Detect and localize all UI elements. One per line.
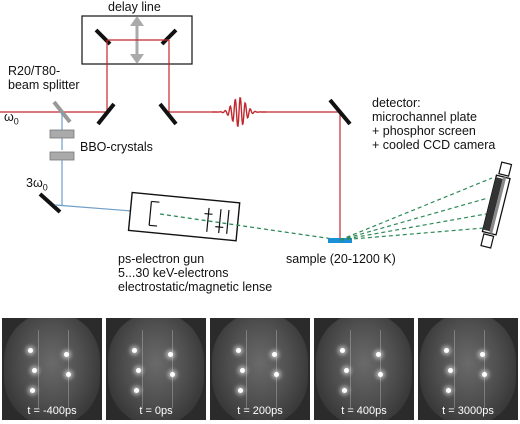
mirror-3 [328,98,352,126]
diffraction-frame: t = -400ps [2,318,102,420]
diffraction-spot [240,368,245,373]
detector [480,161,513,249]
diffraction-spot [444,348,449,353]
delay-arrow-down [130,54,144,64]
diffraction-frame: t = 400ps [314,318,414,420]
diffraction-frame: t = 3000ps [418,318,518,420]
streak [142,330,143,408]
diffraction-spot [168,352,173,357]
diffraction-spot [64,352,69,357]
omega0-symbol: ω [4,110,14,124]
streak [454,330,455,408]
streak [246,330,247,408]
beam-splitter-label: R20/T80- beam splitter [8,64,80,92]
streak [484,330,485,408]
streak [68,330,69,408]
diffraction-frame: t = 200ps [210,318,310,420]
streak [350,330,351,408]
delay-mirror-left [94,28,112,46]
diffraction-spot [376,352,381,357]
frame-caption: t = -400ps [27,405,77,417]
diffraction-spot [238,388,243,393]
optical-layout [0,15,513,249]
screen-disc [316,318,412,420]
screen-disc [4,318,100,420]
diffraction-spot [342,388,347,393]
streak [380,330,381,408]
frame-caption: t = 200ps [237,405,283,417]
diffraction-spot [28,348,33,353]
diffracted-beams [339,177,493,241]
diffraction-frame: t = 0ps [106,318,206,420]
screen-disc [212,318,308,420]
diffraction-spot [482,372,487,377]
omega0-label: ω0 [4,110,19,129]
electron-gun-label: ps-electron gun 5...30 keV-electrons ele… [118,252,273,294]
laser-path [0,39,341,240]
screen-disc [420,318,516,420]
diffraction-spot [132,348,137,353]
frame-caption: t = 0ps [139,405,173,417]
frame-caption: t = 400ps [341,405,387,417]
delay-arrow-up [130,16,144,26]
streak [38,330,39,408]
three-omega-label: 3ω0 [26,176,48,195]
sample [328,238,352,243]
mirror-2 [158,102,178,126]
frame-caption: t = 3000ps [442,405,494,417]
sample-label: sample (20-1200 K) [286,252,396,266]
three-omega-subscript: 0 [42,182,48,193]
diffraction-spot [274,372,279,377]
diffraction-spot [170,372,175,377]
detector-label: detector: microchannel plate + phosphor … [372,96,496,152]
three-omega-symbol: 3ω [26,176,43,190]
diffraction-spot [480,352,485,357]
bbo-crystal-1 [49,129,75,139]
diffraction-spot [448,368,453,373]
diffraction-spot [446,388,451,393]
diffraction-spot [32,368,37,373]
omega0-subscript: 0 [13,116,19,127]
mirror-1 [96,102,116,126]
bbo-crystal-2 [49,151,75,161]
streak [276,330,277,408]
diffraction-spot [378,372,383,377]
mirror-uv [38,192,62,214]
electron-gun [127,191,241,242]
laser-pulse [212,97,266,127]
diffraction-spot [66,372,71,377]
diffraction-spot [272,352,277,357]
streak [172,330,173,408]
delay-line-label: delay line [108,0,161,14]
diffraction-spot [236,348,241,353]
diffraction-spot [136,368,141,373]
bbo-label: BBO-crystals [80,140,153,154]
delay-mirror-right [160,28,178,46]
diffraction-spot [30,388,35,393]
diffraction-spot [344,368,349,373]
diffraction-spot [134,388,139,393]
diffraction-spot [340,348,345,353]
electron-beam [159,213,341,241]
screen-disc [108,318,204,420]
